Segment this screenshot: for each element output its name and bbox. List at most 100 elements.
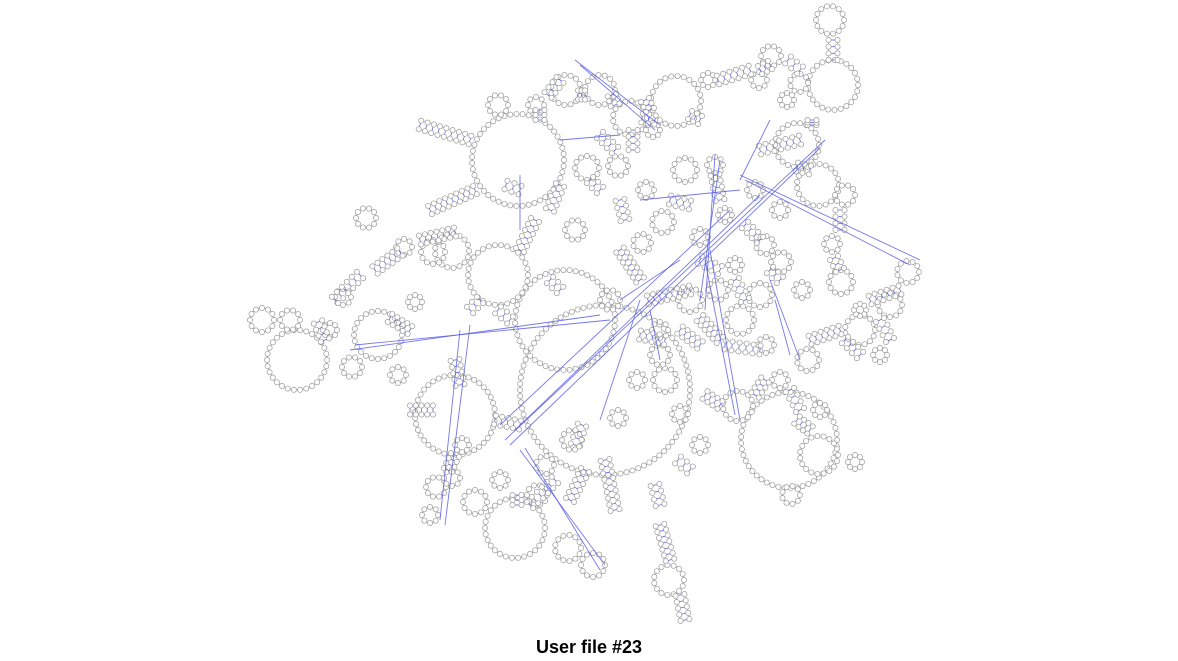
- nucleotide: [728, 327, 735, 334]
- nucleotide: [406, 249, 413, 256]
- nucleotide: [717, 177, 724, 184]
- nucleotide: [328, 293, 335, 300]
- nucleotide: [497, 551, 503, 557]
- nucleotide: [821, 241, 827, 247]
- nucleotide: [797, 120, 804, 127]
- nucleotide: [480, 246, 486, 252]
- nucleotide: [460, 499, 466, 505]
- nucleotide: [825, 37, 832, 43]
- nucleotide: [838, 331, 845, 338]
- stems-layer: [310, 37, 905, 624]
- nucleotide: [884, 321, 891, 328]
- nucleotide: [418, 402, 425, 409]
- nucleotide: [482, 525, 488, 531]
- nucleotide: [449, 483, 455, 489]
- nucleotide: [547, 321, 554, 328]
- nucleotide: [880, 297, 887, 304]
- nucleotide: [720, 162, 726, 168]
- nucleotide: [575, 217, 582, 224]
- nucleotide: [434, 208, 441, 215]
- nucleotide: [738, 433, 745, 440]
- pseudoknot-line: [499, 209, 731, 426]
- nucleotide: [685, 116, 691, 122]
- nucleotide: [634, 127, 641, 133]
- nucleotide: [572, 427, 579, 434]
- nucleotide: [835, 452, 841, 458]
- nucleotide: [548, 268, 555, 275]
- nucleotide: [684, 327, 691, 334]
- nucleotide: [350, 285, 357, 292]
- nucleotide: [804, 281, 811, 288]
- nucleotide: [338, 283, 345, 290]
- nucleotide: [525, 102, 531, 108]
- nucleotide: [568, 465, 575, 472]
- nucleotide: [265, 306, 271, 313]
- nucleotide: [841, 265, 847, 271]
- nucleotide: [640, 104, 647, 110]
- nucleotide: [775, 153, 782, 160]
- nucleotide: [805, 480, 812, 487]
- nucleotide: [630, 243, 637, 250]
- nucleotide: [512, 307, 519, 314]
- nucleotide: [600, 568, 607, 574]
- nucleotide: [651, 580, 658, 587]
- nucleotide: [698, 77, 704, 83]
- nucleotide: [514, 332, 521, 339]
- nucleotide: [421, 231, 428, 238]
- nucleotide: [724, 323, 731, 330]
- nucleotide: [831, 440, 837, 447]
- pseudoknot-lines-layer: [349, 59, 921, 571]
- nucleotide: [661, 341, 668, 348]
- nucleotide: [781, 249, 788, 256]
- nucleotide: [744, 187, 750, 193]
- loop: [643, 120, 663, 140]
- nucleotide: [825, 106, 832, 113]
- nucleotide: [616, 100, 623, 107]
- nucleotide: [682, 179, 688, 185]
- nucleotide: [665, 357, 672, 364]
- nucleotide: [697, 303, 704, 309]
- nucleotide: [605, 163, 611, 169]
- nucleotide: [640, 274, 647, 281]
- helix-stem: [791, 413, 816, 437]
- nucleotide: [805, 420, 812, 427]
- nucleotide: [897, 260, 904, 267]
- nucleotide: [527, 551, 533, 557]
- loop: [689, 434, 711, 456]
- nucleotide: [541, 89, 548, 96]
- nucleotide: [419, 255, 426, 261]
- nucleotide: [528, 493, 535, 500]
- nucleotide: [718, 277, 725, 284]
- nucleotide: [634, 247, 641, 254]
- nucleotide: [537, 454, 544, 461]
- nucleotide: [445, 225, 452, 232]
- nucleotide: [519, 254, 526, 261]
- nucleotide: [677, 419, 683, 425]
- nucleotide: [643, 179, 649, 185]
- nucleotide: [708, 320, 715, 327]
- nucleotide: [586, 469, 592, 475]
- pseudoknot-line: [619, 259, 681, 301]
- nucleotide: [541, 107, 548, 113]
- nucleotide: [688, 177, 694, 184]
- nucleotide: [770, 263, 777, 270]
- nucleotide: [465, 141, 472, 148]
- nucleotide: [412, 411, 419, 418]
- nucleotide: [671, 416, 678, 423]
- nucleotide: [264, 357, 270, 363]
- nucleotide: [909, 279, 916, 285]
- nucleotide: [891, 335, 897, 341]
- nucleotide: [860, 348, 867, 355]
- nucleotide: [804, 117, 811, 123]
- nucleotide: [791, 287, 797, 293]
- nucleotide: [799, 295, 805, 301]
- nucleotide: [681, 307, 687, 314]
- nucleotide: [674, 73, 681, 79]
- nucleotide: [637, 181, 644, 188]
- nucleotide: [697, 242, 703, 248]
- helix-stem: [369, 245, 406, 277]
- nucleotide: [827, 273, 834, 279]
- nucleotide: [759, 389, 766, 396]
- nucleotide: [651, 456, 658, 463]
- nucleotide: [799, 427, 806, 434]
